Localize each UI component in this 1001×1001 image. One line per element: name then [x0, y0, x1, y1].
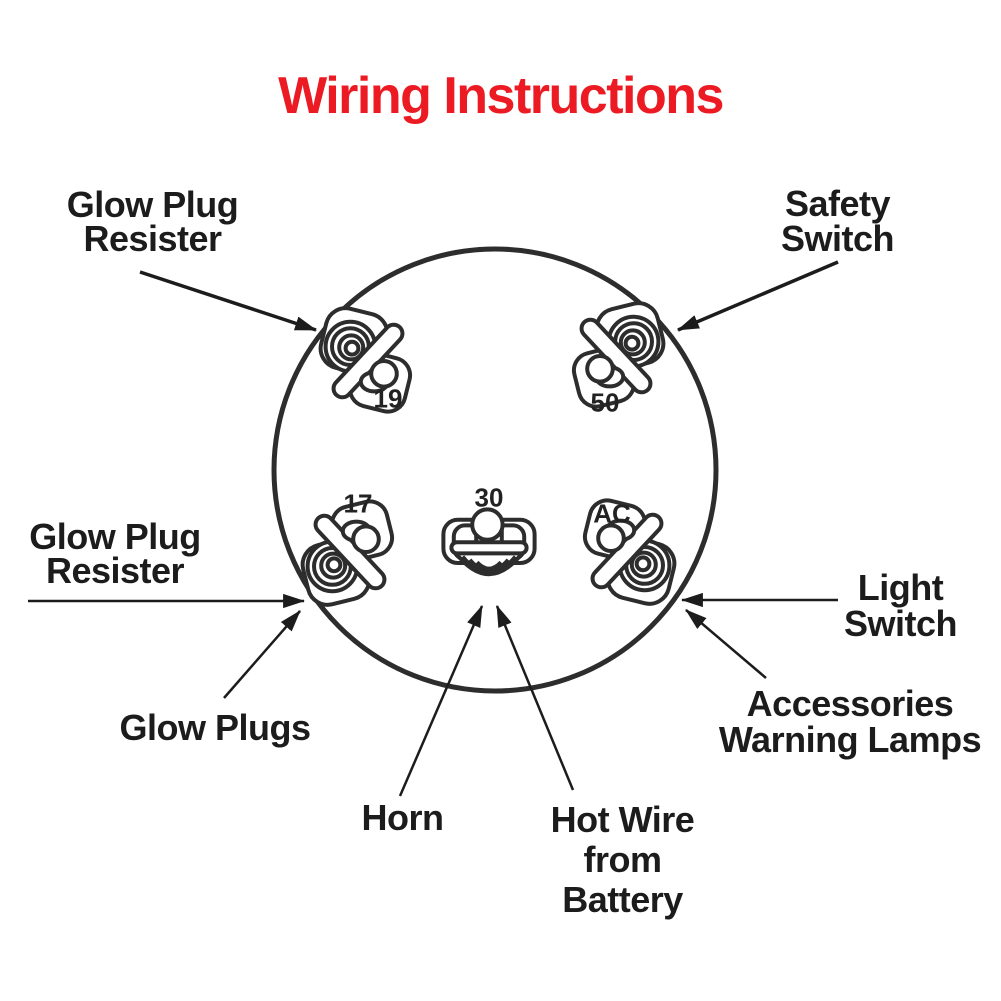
label-line: Safety — [784, 183, 891, 224]
label-line: Light — [857, 567, 944, 608]
label-safety-switch: Safety Switch — [745, 183, 930, 259]
label-hot-wire-from-battery: Hot Wire from Battery — [525, 800, 720, 920]
label-line: Glow Plug — [66, 184, 239, 225]
label-glow-plug-resister-top: Glow Plug Resister — [30, 184, 275, 259]
page-title: Wiring Instructions — [278, 67, 724, 125]
label-line: Resister — [83, 218, 222, 259]
label-line: Glow Plug — [29, 516, 201, 557]
terminal-50-number: 50 — [590, 387, 620, 418]
label-line: Resister — [45, 550, 185, 591]
label-glow-plugs: Glow Plugs — [95, 707, 335, 748]
label-line: from — [583, 839, 663, 880]
label-line: Horn — [361, 797, 445, 838]
terminal-ac-number: AC — [593, 498, 631, 529]
arrow-hot-wire-from-battery — [495, 604, 575, 791]
label-line: Warning Lamps — [718, 719, 982, 760]
arrow-glow-plug-resister-top — [139, 270, 318, 332]
label-horn: Horn — [340, 797, 465, 838]
terminal-19-number: 19 — [373, 383, 403, 414]
label-line: Accessories — [746, 683, 954, 724]
arrow-accessories-warning-lamps — [685, 609, 767, 679]
label-line: Glow Plugs — [119, 707, 311, 748]
label-light-switch: Light Switch — [808, 570, 993, 642]
label-line: Hot Wire — [550, 799, 695, 840]
label-glow-plug-resister-left: Glow Plug Resister — [0, 516, 230, 591]
terminal-30-number: 30 — [474, 482, 504, 513]
label-line: Battery — [562, 879, 683, 920]
label-line: Switch — [780, 218, 895, 259]
label-accessories-warning-lamps: Accessories Warning Lamps — [695, 686, 1001, 758]
terminal-30-screw-icon — [443, 509, 534, 574]
label-line: Switch — [843, 603, 958, 644]
arrow-glow-plugs — [223, 610, 301, 699]
arrow-safety-switch — [676, 260, 839, 332]
ignition-switch-body-circle — [271, 246, 719, 694]
arrow-horn — [398, 604, 484, 797]
terminal-17-number: 17 — [343, 488, 373, 519]
